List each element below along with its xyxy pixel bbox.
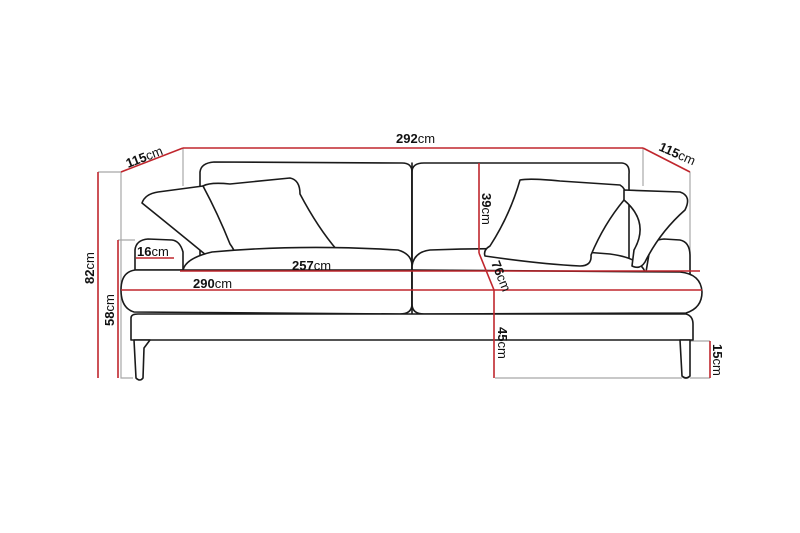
guide-lines (98, 148, 710, 379)
label-backrest-height: 39cm (479, 193, 494, 225)
right-front-pillow (483, 178, 627, 267)
left-armrest (134, 238, 184, 271)
label-armrest-height: 58cm (102, 294, 117, 326)
left-leg (133, 339, 151, 381)
label-total-height: 82cm (82, 252, 97, 284)
seat-cushion-left (182, 246, 413, 273)
label-base-width: 290cm (193, 276, 232, 291)
label-total-width: 292cm (396, 131, 435, 146)
label-seat-height: 45cm (495, 327, 510, 359)
front-cushion-left (120, 269, 413, 315)
label-depth-right: 115cm (657, 139, 698, 168)
label-armrest-width: 16cm (137, 244, 169, 259)
label-depth-left: 115cm (124, 143, 165, 171)
dimension-lines (97, 147, 711, 378)
right-back-pillow (623, 189, 689, 269)
sofa-outline (120, 161, 703, 381)
label-seat-depth: 76cm (488, 259, 514, 294)
right-leg (679, 339, 691, 379)
label-seat-width: 257cm (292, 258, 331, 273)
front-cushion-right (411, 269, 703, 315)
label-leg-height: 15cm (710, 344, 725, 376)
sofa-base (130, 313, 694, 341)
